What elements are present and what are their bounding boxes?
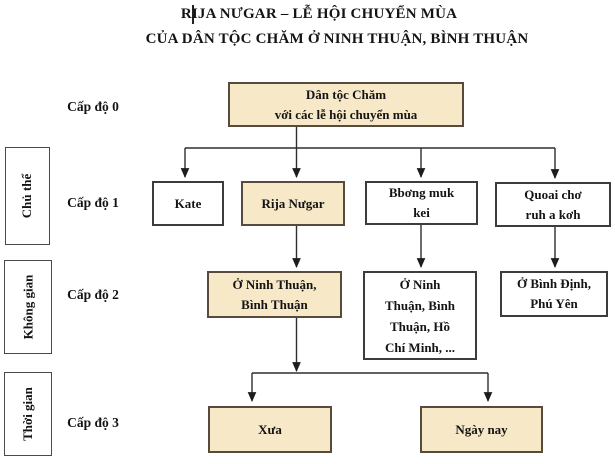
row-label-level-0: Cấp độ 0 [67,99,119,114]
category-label-space: Không gian [20,274,36,340]
row-label-level-1: Cấp độ 1 [67,195,119,210]
category-box-subject: Chủ thể [5,147,50,245]
node-ninh-thuan-hcm: Ở Ninh Thuận, Bình Thuận, Hồ Chí Minh, .… [363,271,477,360]
category-box-space: Không gian [4,260,52,354]
node-ngay-nay: Ngày nay [420,406,543,453]
node-ninh-thuan-binh-thuan: Ở Ninh Thuận, Bình Thuận [207,271,342,318]
node-bbong-muk-kei: Bbơng muk kei [365,181,478,225]
node-quoai-cho-ruh-a-koh: Quoai chơ ruh a kơh [495,182,611,227]
category-box-time: Thời gian [4,372,52,456]
node-root: Dân tộc Chăm với các lễ hội chuyển mùa [228,82,464,127]
diagram-title-line1: RIJA NƯGAR – LỄ HỘI CHUYỂN MÙA [180,6,458,22]
text-cursor [192,5,194,24]
row-label-level-2: Cấp độ 2 [67,287,119,302]
node-rija-nugar: Rija Nưgar [241,181,345,226]
category-label-subject: Chủ thể [19,173,35,219]
node-kate: Kate [152,181,224,226]
category-label-time: Thời gian [20,387,35,441]
node-binh-dinh-phu-yen: Ở Bình Định, Phú Yên [500,271,608,317]
row-label-level-3: Cấp độ 3 [67,415,119,430]
diagram-title-line2: CỦA DÂN TỘC CHĂM Ở NINH THUẬN, BÌNH THUẬ… [145,31,529,47]
node-xua: Xưa [208,406,332,453]
